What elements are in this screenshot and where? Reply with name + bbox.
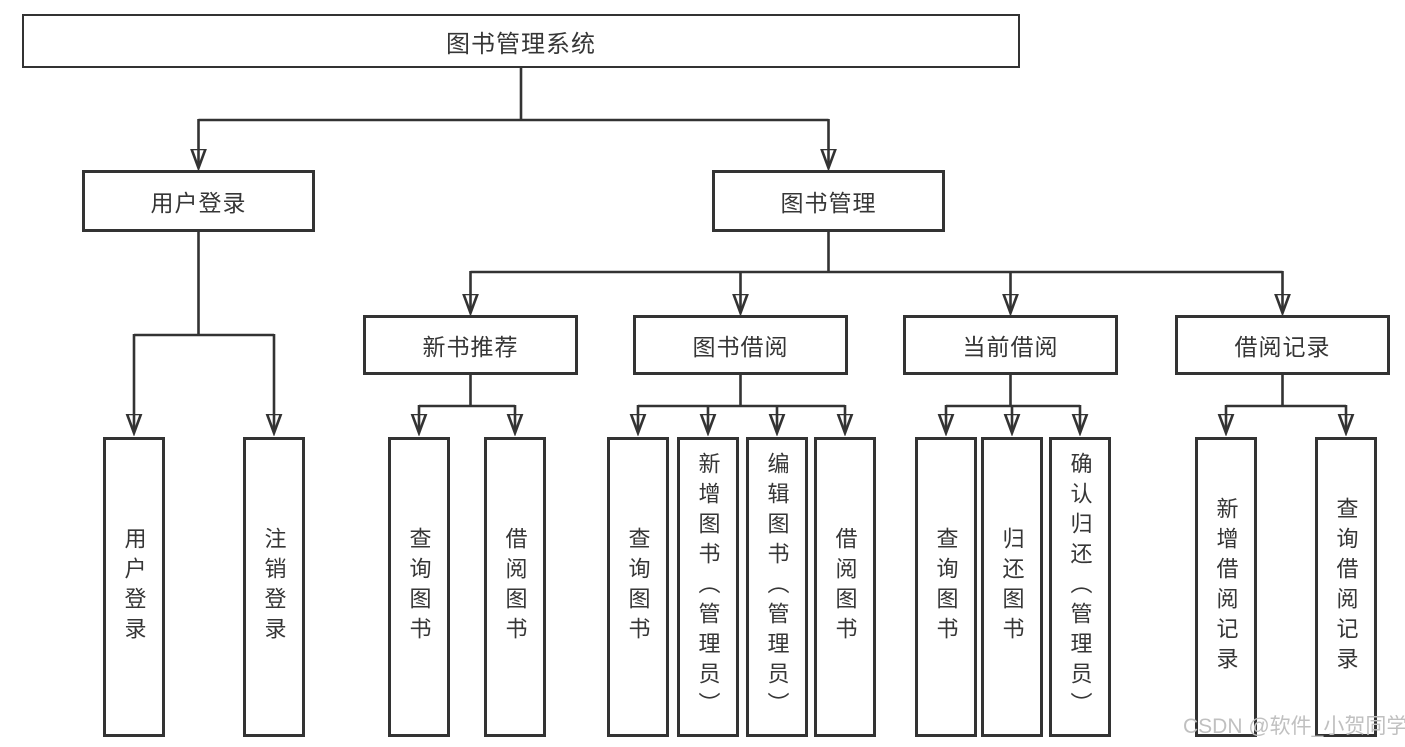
leaf-cb-query-books: 查询图书	[915, 437, 977, 737]
leaf-label: 新增图书（管理员）	[695, 452, 721, 722]
leaf-label: 查询图书	[406, 527, 432, 647]
leaf-label: 查询图书	[933, 527, 959, 647]
node-label: 借阅记录	[1234, 334, 1331, 360]
csdn-watermark: CSDN @软件_小贺同学	[1183, 715, 1405, 738]
connector-line	[1226, 375, 1346, 408]
node-book-management: 图书管理	[712, 170, 945, 232]
leaf-label: 新增借阅记录	[1213, 497, 1239, 677]
connector-line	[638, 375, 845, 408]
leaf-nbr-query-books: 查询图书	[388, 437, 450, 737]
leaf-label: 确认归还（管理员）	[1067, 452, 1093, 722]
connector-line	[470, 232, 1283, 274]
leaf-label: 用户登录	[121, 527, 147, 647]
connector-line	[419, 375, 515, 408]
leaf-br-query-record: 查询借阅记录	[1315, 437, 1377, 737]
leaf-logout: 注销登录	[243, 437, 305, 737]
leaf-user-login: 用户登录	[103, 437, 165, 737]
leaf-label: 借阅图书	[502, 527, 528, 647]
node-borrow-records: 借阅记录	[1175, 315, 1390, 375]
leaf-label: 编辑图书（管理员）	[764, 452, 790, 722]
leaf-bb-query-books: 查询图书	[607, 437, 669, 737]
connector-line	[198, 68, 829, 122]
node-new-book-recommend: 新书推荐	[363, 315, 578, 375]
node-label: 图书管理	[780, 190, 877, 216]
leaf-bb-add-books-admin: 新增图书（管理员）	[677, 437, 739, 737]
leaf-label: 借阅图书	[832, 527, 858, 647]
leaf-label: 查询图书	[625, 527, 651, 647]
node-system-root: 图书管理系统	[22, 14, 1020, 68]
node-current-borrow: 当前借阅	[903, 315, 1118, 375]
leaf-bb-borrow-books: 借阅图书	[814, 437, 876, 737]
leaf-cb-return-books: 归还图书	[981, 437, 1043, 737]
leaf-bb-edit-books-admin: 编辑图书（管理员）	[746, 437, 808, 737]
node-book-borrow: 图书借阅	[633, 315, 848, 375]
node-label: 图书借阅	[692, 334, 789, 360]
connector-line	[134, 232, 274, 337]
leaf-label: 注销登录	[261, 527, 287, 647]
node-label: 当前借阅	[962, 334, 1059, 360]
node-label: 新书推荐	[422, 334, 519, 360]
node-label: 用户登录	[150, 190, 247, 216]
node-user-login: 用户登录	[82, 170, 315, 232]
leaf-label: 查询借阅记录	[1333, 497, 1359, 677]
leaf-nbr-borrow-books: 借阅图书	[484, 437, 546, 737]
connector-line	[946, 375, 1080, 408]
leaf-cb-confirm-return-admin: 确认归还（管理员）	[1049, 437, 1111, 737]
leaf-br-add-record: 新增借阅记录	[1195, 437, 1257, 737]
node-label: 图书管理系统	[446, 30, 596, 58]
leaf-label: 归还图书	[999, 527, 1025, 647]
